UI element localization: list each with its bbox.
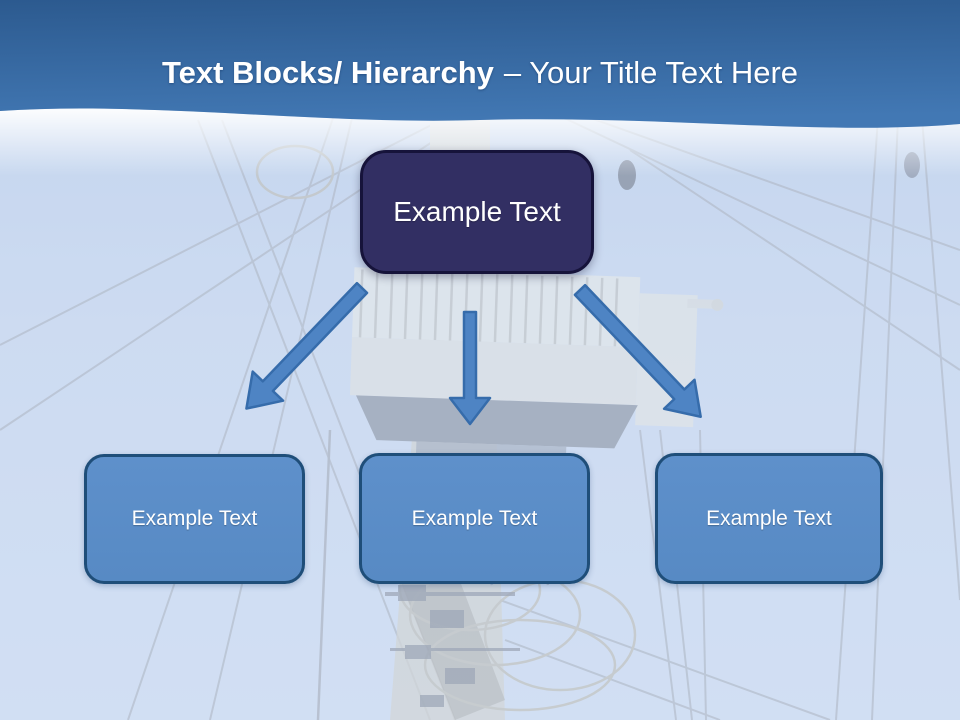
child-text-block-1-label: Example Text — [131, 507, 258, 530]
title-emphasis: Text Blocks/ Hierarchy — [161, 55, 494, 90]
arrow-down-right-icon — [573, 283, 702, 418]
slide-title: Text Blocks/ Hierarchy – Your Title Text… — [0, 51, 960, 95]
arrow-down-icon — [448, 310, 492, 426]
child-text-block-3-label: Example Text — [706, 506, 832, 530]
pole-hardware-image — [385, 585, 520, 707]
root-text-block-label: Example Text — [393, 196, 561, 227]
root-text-block: Example Text — [360, 150, 594, 274]
wave-highlight — [0, 108, 960, 176]
header-wave-shape — [0, 0, 960, 128]
title-subtitle: – Your Title Text Here — [503, 55, 799, 90]
child-text-block-3: Example Text — [655, 453, 883, 584]
child-text-block-1: Example Text — [84, 454, 305, 584]
child-text-block-2: Example Text — [359, 453, 590, 584]
transformer-image — [349, 267, 724, 469]
arrow-down-left-icon — [245, 281, 369, 410]
title-band — [0, 0, 960, 176]
child-text-block-2-label: Example Text — [411, 506, 538, 530]
